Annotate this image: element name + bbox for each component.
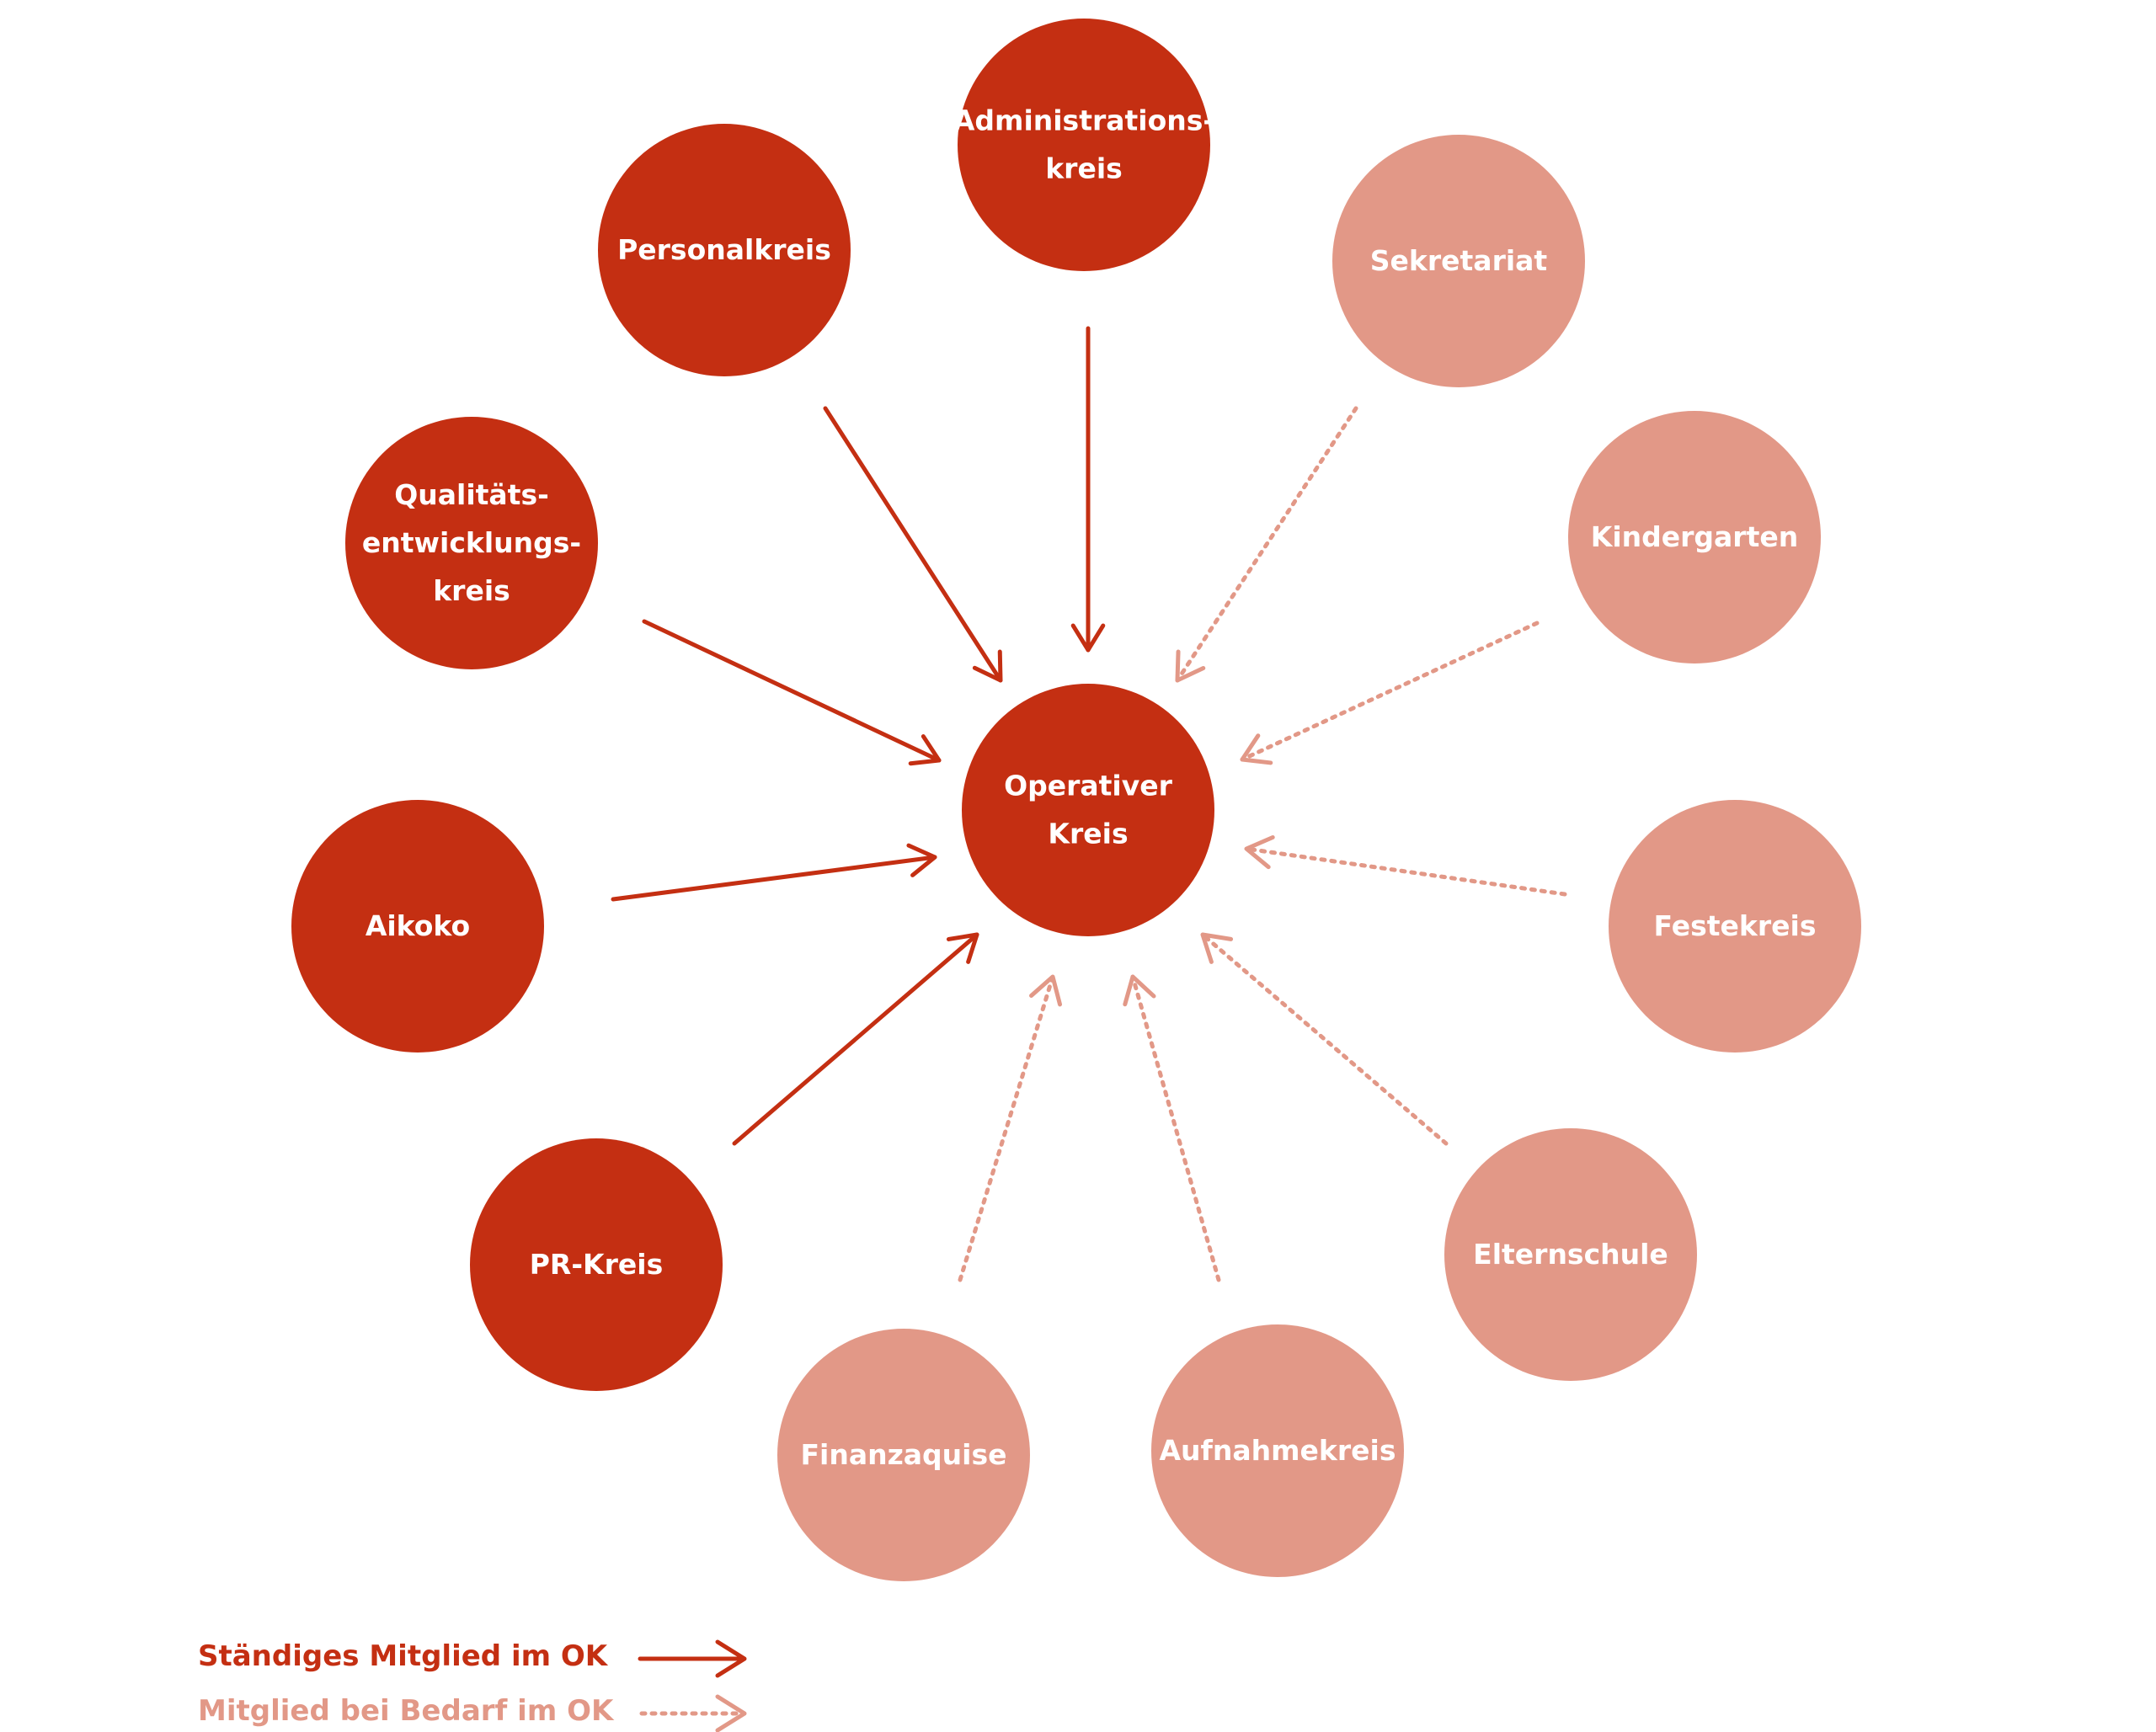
node-kindergarten: Kindergarten (1568, 411, 1821, 663)
node-label-qualitaetsentwicklungskreis: kreis (433, 574, 510, 607)
node-circle-sekretariat (1332, 135, 1585, 387)
node-circle-pr-kreis (470, 1138, 723, 1391)
arrow-elternschule-line (1200, 932, 1449, 1146)
arrow-aufnahmekreis (1123, 974, 1221, 1282)
node-circle-personalkreis (598, 124, 851, 376)
node-label-kindergarten: Kindergarten (1591, 520, 1798, 553)
nodes-layer: OperativerKreisAdministrations-kreisPers… (291, 19, 1861, 1581)
arrow-qualitaetsentwicklungskreis-line (642, 619, 942, 763)
arrow-festekreis-head (1244, 835, 1275, 870)
arrow-sekretariat-line (1175, 406, 1358, 683)
arrow-qualitaetsentwicklungskreis (642, 619, 942, 766)
arrow-elternschule-head (1200, 932, 1234, 964)
arrow-aikoko-line (611, 855, 937, 902)
arrow-kindergarten-head (1240, 733, 1273, 765)
edges-layer (611, 326, 1567, 1282)
arrow-kindergarten (1240, 621, 1540, 765)
node-finanzaquise: Finanzaquise (777, 1329, 1030, 1581)
arrow-aufnahmekreis-line (1130, 974, 1221, 1282)
arrow-pr-kreis (732, 932, 979, 1146)
node-circle-kindergarten (1568, 411, 1821, 663)
node-label-personalkreis: Personalkreis (617, 233, 831, 266)
node-qualitaetsentwicklungskreis: Qualitäts-entwicklungs-kreis (345, 417, 598, 669)
arrow-pr-kreis-head (946, 932, 979, 964)
legend-on-demand-arrow (639, 1694, 747, 1732)
arrow-qualitaetsentwicklungskreis-head (908, 734, 942, 766)
node-circle-administrationskreis (958, 19, 1210, 271)
arrow-aikoko-head (906, 843, 937, 877)
arrow-administrationskreis (1070, 326, 1106, 653)
node-sekretariat: Sekretariat (1332, 135, 1585, 387)
node-label-aikoko: Aikoko (366, 909, 470, 942)
node-circle-festekreis (1609, 800, 1861, 1053)
arrow-personalkreis-line (823, 406, 1003, 683)
arrow-administrationskreis-head (1070, 623, 1106, 653)
node-label-qualitaetsentwicklungskreis: Qualitäts- (394, 478, 549, 511)
node-circle-finanzaquise (777, 1329, 1030, 1581)
arrow-finanzaquise-line (958, 974, 1055, 1282)
node-circle-operativer-kreis (962, 684, 1214, 936)
arrow-pr-kreis-line (732, 932, 979, 1146)
node-label-elternschule: Elternschule (1473, 1238, 1668, 1271)
arrow-personalkreis-head (972, 649, 1003, 683)
node-label-qualitaetsentwicklungskreis: entwicklungs- (362, 526, 581, 559)
node-pr-kreis: PR-Kreis (470, 1138, 723, 1391)
node-label-festekreis: Festekreis (1654, 909, 1817, 942)
legend-permanent-label: Ständiges Mitglied im OK (198, 1639, 609, 1673)
arrow-sekretariat-head (1175, 649, 1206, 683)
node-circle-aufnahmekreis (1151, 1324, 1404, 1577)
legend-on-demand-label: Mitglied bei Bedarf im OK (198, 1694, 615, 1728)
node-circle-aikoko (291, 800, 544, 1053)
legend: Ständiges Mitglied im OK Mitglied bei Be… (198, 1639, 747, 1732)
arrow-personalkreis (823, 406, 1003, 683)
node-label-operativer-kreis: Operativer (1004, 770, 1173, 802)
arrow-elternschule (1200, 932, 1449, 1146)
arrow-finanzaquise-head (1029, 974, 1063, 1007)
arrow-festekreis-line (1244, 846, 1567, 897)
node-label-sekretariat: Sekretariat (1370, 244, 1548, 277)
arrow-aikoko (611, 843, 937, 902)
node-label-administrationskreis: kreis (1045, 152, 1123, 185)
arrow-kindergarten-line (1240, 621, 1540, 762)
node-circle-qualitaetsentwicklungskreis (345, 417, 598, 669)
arrow-finanzaquise (958, 974, 1063, 1282)
arrow-sekretariat (1175, 406, 1358, 683)
node-administrationskreis: Administrations-kreis (953, 19, 1214, 271)
node-label-finanzaquise: Finanzaquise (800, 1438, 1006, 1471)
arrow-festekreis (1244, 835, 1567, 897)
node-aufnahmekreis: Aufnahmekreis (1151, 1324, 1404, 1577)
node-personalkreis: Personalkreis (598, 124, 851, 376)
node-festekreis: Festekreis (1609, 800, 1861, 1053)
node-label-aufnahmekreis: Aufnahmekreis (1160, 1434, 1396, 1467)
legend-permanent-arrow (638, 1639, 747, 1678)
node-elternschule: Elternschule (1444, 1128, 1697, 1381)
node-circle-elternschule (1444, 1128, 1697, 1381)
node-label-administrationskreis: Administrations- (953, 104, 1214, 137)
node-label-pr-kreis: PR-Kreis (530, 1248, 663, 1281)
node-aikoko: Aikoko (291, 800, 544, 1053)
node-label-operativer-kreis: Kreis (1048, 818, 1128, 850)
arrow-aufnahmekreis-head (1123, 974, 1156, 1007)
